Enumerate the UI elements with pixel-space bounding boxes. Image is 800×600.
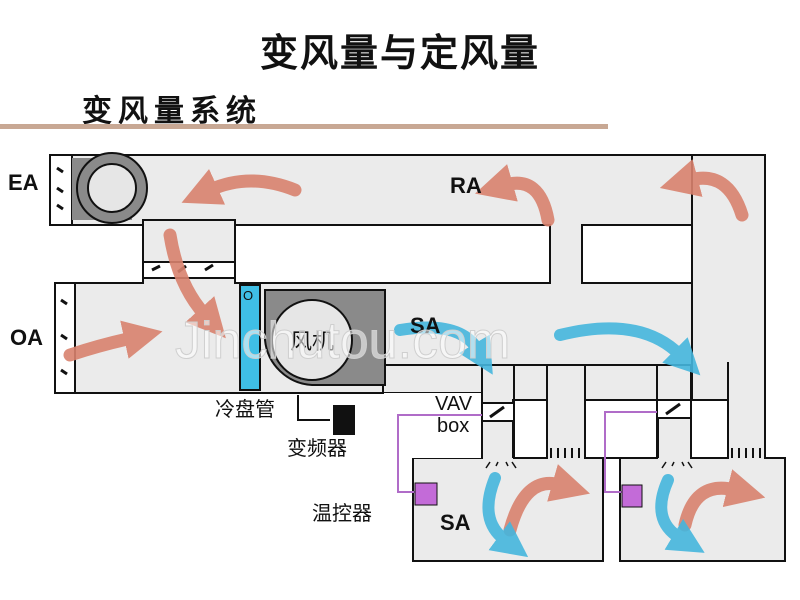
ea-damper bbox=[49, 154, 73, 226]
return-grilles bbox=[550, 448, 761, 458]
supply-arrows bbox=[394, 321, 705, 558]
title-divider bbox=[0, 124, 608, 129]
exhaust-fan bbox=[72, 152, 148, 224]
vav-label-line2: box bbox=[437, 415, 469, 437]
control-wiring bbox=[397, 411, 657, 493]
vav-damper-right bbox=[656, 399, 692, 419]
supply-diffusers bbox=[485, 461, 693, 469]
thermostat-right bbox=[621, 484, 643, 508]
duct-voids bbox=[234, 224, 729, 459]
supply-fan: 风机 bbox=[264, 289, 386, 386]
page-subtitle: 变风量系统 bbox=[82, 94, 262, 129]
vav-damper-left bbox=[481, 402, 515, 422]
watermark: Jinchutou.com bbox=[175, 312, 510, 370]
coil-mark: O bbox=[243, 288, 253, 303]
coil-label: 冷盘管 bbox=[215, 397, 275, 421]
room-right bbox=[619, 457, 786, 562]
vav-label-line1: VAV bbox=[435, 393, 473, 415]
cooling-coil: O bbox=[239, 284, 261, 391]
page-title: 变风量与定风量 bbox=[259, 31, 540, 75]
mixing-damper bbox=[142, 261, 236, 279]
thermostat-label: 温控器 bbox=[312, 501, 372, 525]
ea-label: EA bbox=[8, 170, 39, 195]
inverter-label: 变频器 bbox=[287, 436, 347, 460]
oa-damper bbox=[54, 282, 76, 394]
thermostat-left bbox=[414, 482, 438, 506]
diagram-labels: EA OA RA SA SA 冷盘管 变频器 VAV box 温控器 bbox=[8, 170, 482, 535]
ra-label: RA bbox=[450, 173, 482, 198]
oa-label: OA bbox=[10, 325, 43, 350]
return-duct-top bbox=[49, 154, 766, 226]
sa-room-label: SA bbox=[440, 510, 471, 535]
sa-duct-label: SA bbox=[410, 313, 441, 338]
inverter bbox=[297, 395, 355, 435]
fan-label: 风机 bbox=[290, 330, 334, 355]
return-arrows bbox=[63, 159, 766, 537]
